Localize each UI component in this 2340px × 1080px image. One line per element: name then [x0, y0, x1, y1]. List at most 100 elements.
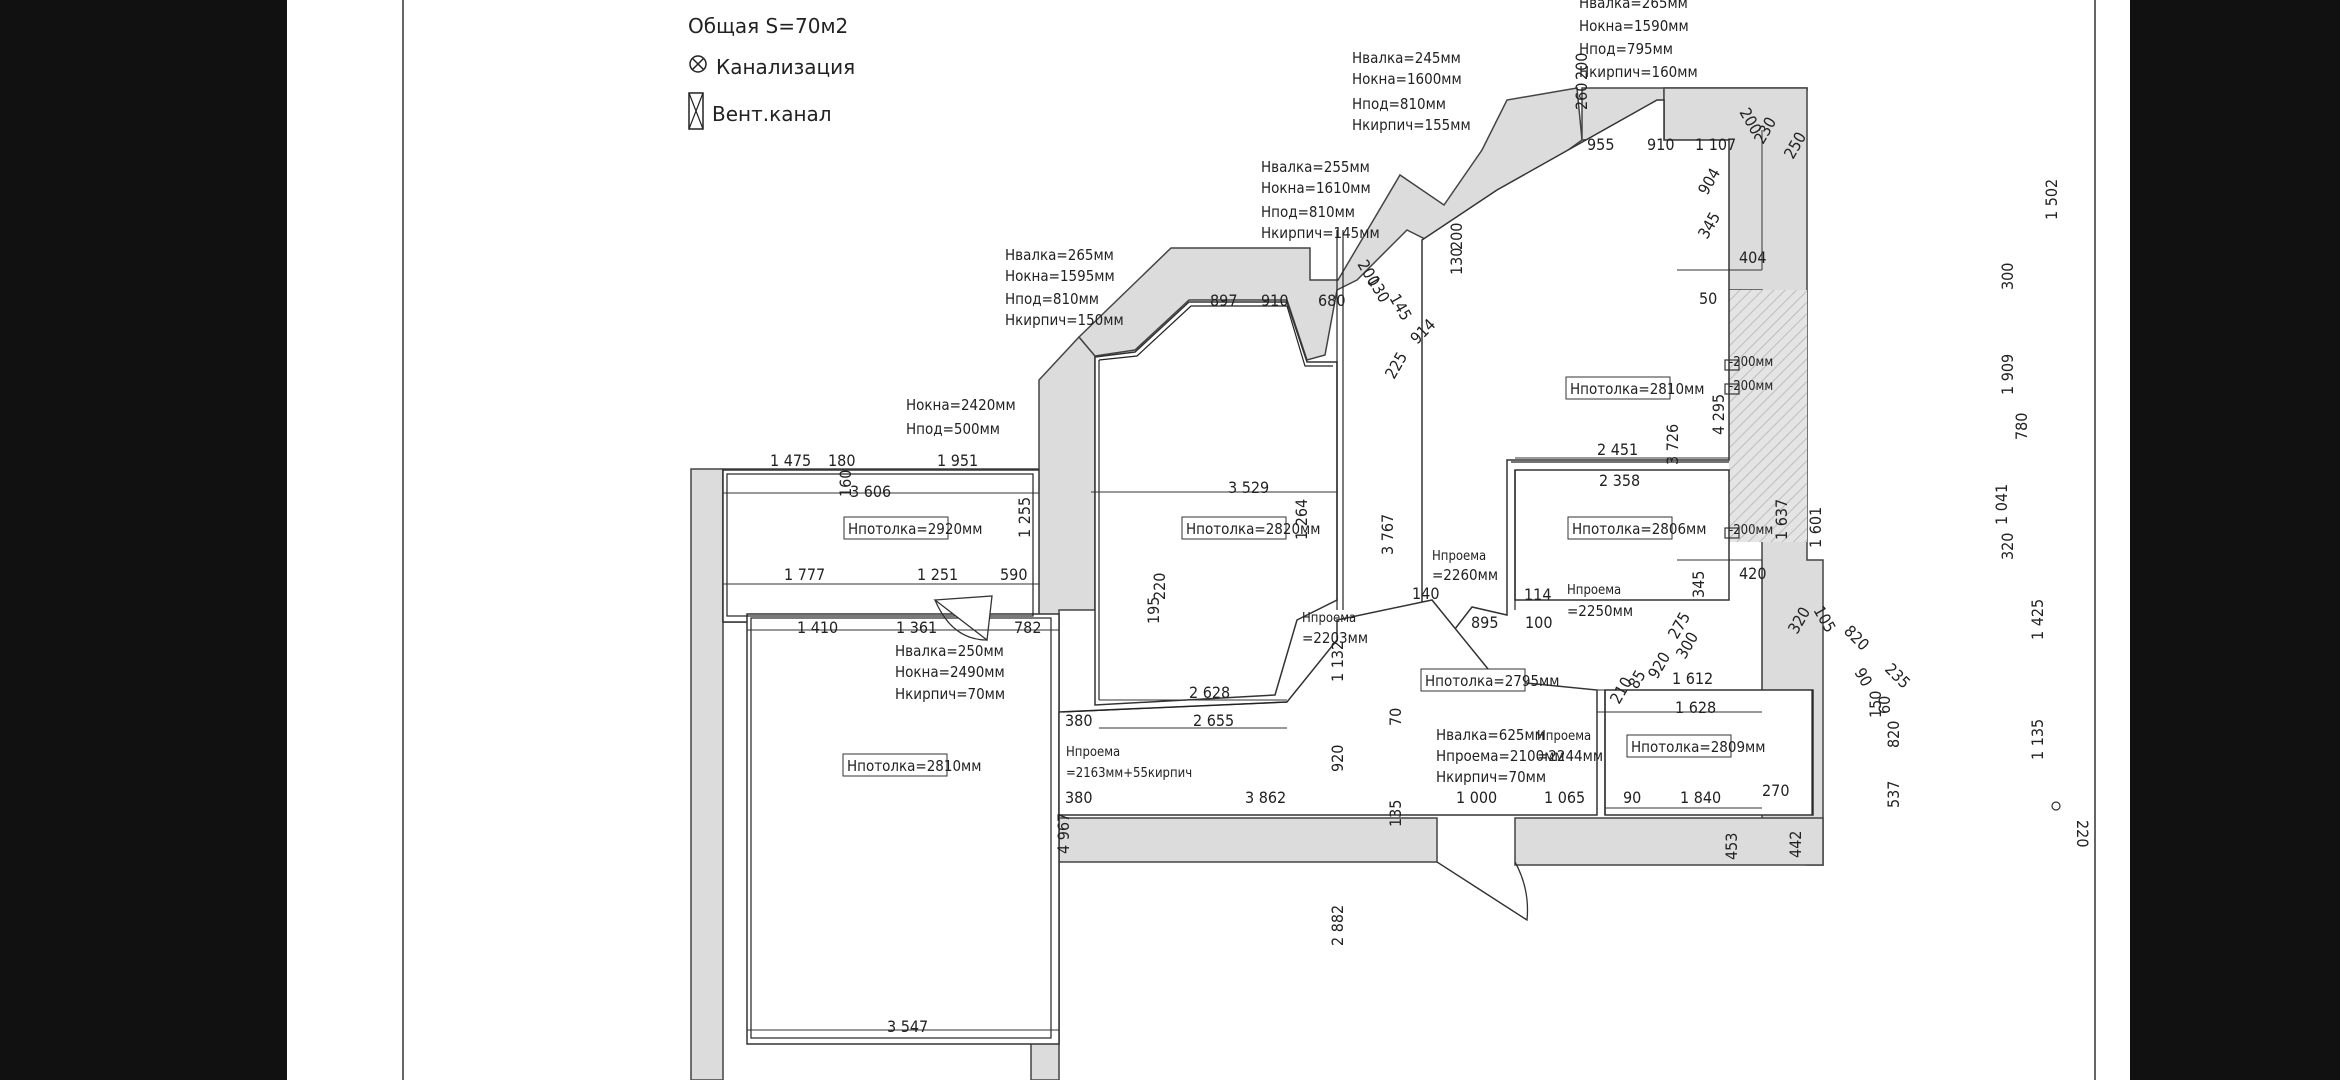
ceiling-left-room: Hпотолка=2810мм [847, 757, 981, 775]
note-win3-2: Hокна=1610мм [1261, 179, 1371, 197]
vent-label: Вент.канал [712, 101, 832, 126]
floor-plan: Hпотолка=2920мм Hпотолка=2810мм Hпотолка… [402, 0, 2096, 1080]
dim-680: 680 [1318, 291, 1345, 310]
dim-3726: 3 726 [1663, 424, 1682, 465]
ceiling-center: Hпотолка=2820мм [1186, 520, 1320, 538]
dim-4295: 4 295 [1709, 394, 1728, 435]
note-win2-4: Hкирпич=155мм [1352, 116, 1471, 134]
dim-300: 300 [1998, 263, 2017, 290]
dim-404: 404 [1739, 248, 1766, 267]
dim-420: 420 [1739, 564, 1766, 583]
dim-380b: 380 [1065, 788, 1092, 807]
dim-50: 50 [1699, 289, 1717, 308]
dim-1628: 1 628 [1675, 698, 1716, 717]
circle-cross-icon [688, 54, 708, 79]
dim-160: 160 [836, 470, 855, 497]
dimension-labels-rotated: 1 255 1 264 160 220 195 1 132 4 967 2 88… [836, 53, 2092, 946]
dim-1251: 1 251 [917, 565, 958, 584]
dim-200mm-a: -200мм [1729, 355, 1773, 370]
dim-320: 320 [1998, 533, 2017, 560]
dim-453: 453 [1722, 833, 1741, 860]
dim-537: 537 [1884, 781, 1903, 808]
dim-2451: 2 451 [1597, 440, 1638, 459]
dim-442: 442 [1786, 831, 1805, 858]
dim-3862: 3 862 [1245, 788, 1286, 807]
dim-895: 895 [1471, 613, 1498, 632]
dim-200mm-b: -200мм [1729, 379, 1773, 394]
dim-820: 820 [1884, 721, 1903, 748]
note-op-d-2: =2163мм+55кирпич [1066, 766, 1192, 781]
note-win3-3: Hпод=810мм [1261, 203, 1355, 221]
dim-1255: 1 255 [1015, 497, 1034, 538]
dim-260: 260 [1572, 83, 1591, 110]
dim-897: 897 [1210, 291, 1237, 310]
dim-1107: 1 107 [1695, 135, 1736, 154]
dimension-labels: 1 475 180 1 951 3 606 1 777 1 251 590 1 … [770, 135, 1789, 1036]
note-win2-2: Hокна=1600мм [1352, 70, 1462, 88]
dim-1425: 1 425 [2028, 599, 2047, 640]
dim-3529: 3 529 [1228, 478, 1269, 497]
dim-780: 780 [2012, 413, 2031, 440]
note-win4-2: Hокна=1595мм [1005, 267, 1115, 285]
dim-90b: 90 [1851, 665, 1877, 690]
dim-225: 225 [1381, 349, 1411, 382]
vent-channel-2 [1724, 383, 1740, 395]
legend-sewer: Канализация [688, 54, 855, 79]
note-win2-1: Hвалка=245мм [1352, 49, 1461, 67]
note-win2-3: Hпод=810мм [1352, 95, 1446, 113]
note-win3-4: Hкирпич=145мм [1261, 224, 1380, 242]
dim-114: 114 [1524, 585, 1551, 604]
opening-notes: Hвалка=265мм Hокна=1590мм Hпод=795мм Hки… [895, 0, 1698, 786]
dim-195: 195 [1144, 597, 1163, 624]
dim-200mm-c: -200мм [1729, 523, 1773, 538]
dim-1135: 1 135 [2028, 719, 2047, 760]
ceiling-right-mid: Hпотолка=2806мм [1572, 520, 1706, 538]
ceiling-right-upper: Hпотолка=2810мм [1570, 380, 1704, 398]
dim-1601: 1 601 [1806, 507, 1825, 548]
note-left-door-1: Hвалка=250мм [895, 642, 1004, 660]
legend-vent: Вент.канал [688, 92, 832, 135]
dim-100: 100 [1525, 613, 1552, 632]
sewer-point [2051, 801, 2061, 811]
sewer-label: Канализация [716, 54, 856, 79]
note-balcony-2: Hпод=500мм [906, 420, 1000, 438]
dim-1132: 1 132 [1328, 641, 1347, 682]
dim-1777: 1 777 [784, 565, 825, 584]
dim-2655: 2 655 [1193, 711, 1234, 730]
dim-1637: 1 637 [1772, 499, 1791, 540]
dim-1065: 1 065 [1544, 788, 1585, 807]
dim-180: 180 [828, 451, 855, 470]
legend-area: Общая S=70м2 [688, 14, 848, 38]
note-top-window-1: Hвалка=265мм [1579, 0, 1688, 12]
dim-2358: 2 358 [1599, 471, 1640, 490]
dim-590: 590 [1000, 565, 1027, 584]
dim-910b: 910 [1647, 135, 1674, 154]
ceiling-right-low: Hпотолка=2809мм [1631, 738, 1765, 756]
door-left [933, 595, 993, 642]
doors [933, 595, 1529, 922]
rooms [722, 99, 1814, 1045]
ceiling-top-left: Hпотолка=2920мм [848, 520, 982, 538]
drawing-sheet: Общая S=70м2 Канализация Вент.канал [287, 0, 2130, 1080]
dim-1951: 1 951 [937, 451, 978, 470]
note-top-window-3: Hпод=795мм [1579, 40, 1673, 58]
note-op-a-1: Hпроема [1432, 549, 1486, 564]
dim-782: 782 [1014, 618, 1041, 637]
dim-60: 60 [1875, 696, 1894, 714]
dim-3767: 3 767 [1378, 514, 1397, 555]
dim-70: 70 [1386, 708, 1405, 726]
dim-1612: 1 612 [1672, 669, 1713, 688]
dim-920a: 920 [1328, 745, 1347, 772]
note-entry-1: Hвалка=625мм [1436, 726, 1545, 744]
note-entry-3: Hкирпич=70мм [1436, 768, 1546, 786]
dim-150: 150 [1866, 691, 1885, 718]
note-left-door-3: Hкирпич=70мм [895, 685, 1005, 703]
dim-1475: 1 475 [770, 451, 811, 470]
plan-symbols [1724, 359, 2061, 811]
dim-140: 140 [1412, 584, 1439, 603]
note-op-c-1: Hпроема [1302, 611, 1356, 626]
dim-1502: 1 502 [2042, 179, 2061, 220]
note-op-e-1: Hпроема [1537, 729, 1591, 744]
note-win3-1: Hвалка=255мм [1261, 158, 1370, 176]
note-op-a-2: =2260мм [1432, 566, 1498, 584]
